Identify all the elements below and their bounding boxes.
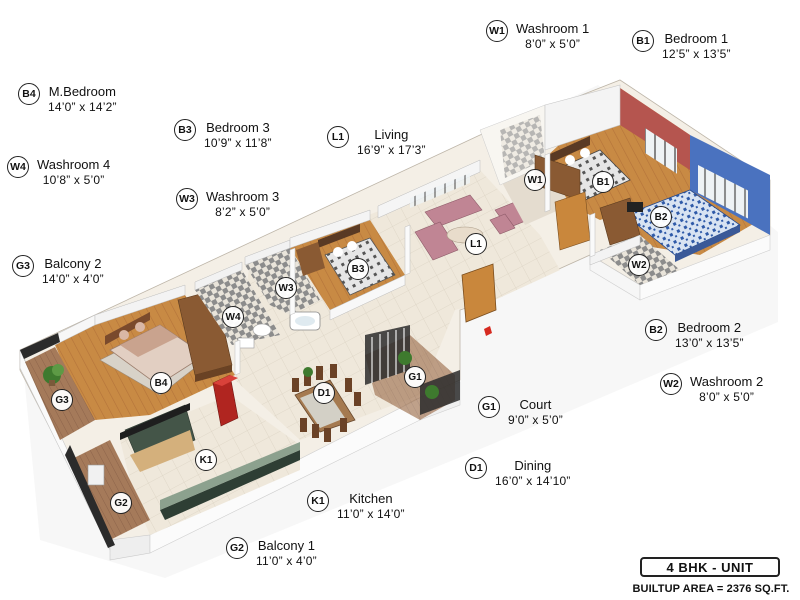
legend-w1: W1 Washroom 1 8’0” x 5’0” bbox=[486, 20, 590, 51]
legend-code: B4 bbox=[18, 83, 40, 105]
legend-code: L1 bbox=[327, 126, 349, 148]
plan-tag-k1: K1 bbox=[195, 449, 217, 471]
plan-tag-b1: B1 bbox=[592, 171, 614, 193]
legend-w2: W2 Washroom 2 8’0” x 5’0” bbox=[660, 373, 764, 404]
plan-tag-b4: B4 bbox=[150, 372, 172, 394]
legend-room-dim: 9’0” x 5’0” bbox=[508, 412, 563, 427]
plan-tag-w4: W4 bbox=[222, 306, 244, 328]
plan-tag-d1: D1 bbox=[313, 382, 335, 404]
legend-w4: W4 Washroom 4 10’8” x 5’0” bbox=[7, 156, 111, 187]
legend-room-dim: 11’0” x 14’0” bbox=[337, 506, 405, 521]
legend-room-name: Court bbox=[519, 397, 552, 412]
legend-room-dim: 8’0” x 5’0” bbox=[699, 389, 755, 404]
legend-w3: W3 Washroom 3 8’2” x 5’0” bbox=[176, 188, 280, 219]
plan-tag-g1: G1 bbox=[404, 366, 426, 388]
plan-tag-w3: W3 bbox=[275, 277, 297, 299]
legend-code: B2 bbox=[645, 319, 667, 341]
legend-room-dim: 16’0” x 14’10” bbox=[495, 473, 571, 488]
legend-room-name: Bedroom 2 bbox=[677, 320, 742, 335]
legend-d1: D1 Dining 16’0” x 14’10” bbox=[465, 457, 571, 488]
legend-room-dim: 10’9” x 11’8” bbox=[204, 135, 272, 150]
builtup-area-label: BUILTUP AREA = 2376 SQ.FT. bbox=[632, 583, 790, 595]
legend-room-dim: 12’5” x 13’5” bbox=[662, 46, 731, 61]
legend-room-name: Kitchen bbox=[349, 491, 393, 506]
plan-tag-b2: B2 bbox=[650, 206, 672, 228]
legend-k1: K1 Kitchen 11’0” x 14’0” bbox=[307, 490, 405, 521]
legend-room-name: Bedroom 3 bbox=[206, 120, 270, 135]
legend-room-name: Dining bbox=[514, 458, 552, 473]
legend-room-dim: 8’0” x 5’0” bbox=[525, 36, 581, 51]
legend-g3: G3 Balcony 2 14’0” x 4’0” bbox=[12, 255, 104, 286]
legend-code: K1 bbox=[307, 490, 329, 512]
legend-code: W2 bbox=[660, 373, 682, 395]
legend-room-dim: 14’0” x 14’2” bbox=[48, 99, 117, 114]
legend-code: B1 bbox=[632, 30, 654, 52]
legend-code: D1 bbox=[465, 457, 487, 479]
legend-g2: G2 Balcony 1 11’0” x 4’0” bbox=[226, 537, 317, 568]
legend-code: W1 bbox=[486, 20, 508, 42]
legend-room-name: M.Bedroom bbox=[48, 84, 116, 99]
legend-b4: B4 M.Bedroom 14’0” x 14’2” bbox=[18, 83, 117, 114]
legend-room-name: Balcony 1 bbox=[257, 538, 315, 553]
legend-room-name: Washroom 3 bbox=[206, 189, 280, 204]
legend-code: G3 bbox=[12, 255, 34, 277]
plan-tag-g2: G2 bbox=[110, 492, 132, 514]
plan-tag-g3: G3 bbox=[51, 389, 73, 411]
legend-code: W4 bbox=[7, 156, 29, 178]
legend-room-name: Balcony 2 bbox=[44, 256, 102, 271]
legend-room-name: Washroom 1 bbox=[516, 21, 590, 36]
plan-tag-w1: W1 bbox=[524, 169, 546, 191]
legend-room-name: Living bbox=[374, 127, 409, 142]
legend-code: W3 bbox=[176, 188, 198, 210]
legend-b3: B3 Bedroom 3 10’9” x 11’8” bbox=[174, 119, 272, 150]
legend-room-name: Washroom 2 bbox=[690, 374, 764, 389]
plan-tag-w2: W2 bbox=[628, 254, 650, 276]
unit-type-label: 4 BHK - UNIT bbox=[640, 557, 780, 577]
legend-room-name: Washroom 4 bbox=[37, 157, 111, 172]
legend-code: G1 bbox=[478, 396, 500, 418]
legend-l1: L1 Living 16’9” x 17’3” bbox=[327, 126, 426, 157]
legend-room-name: Bedroom 1 bbox=[664, 31, 729, 46]
legend-code: G2 bbox=[226, 537, 248, 559]
legend-g1: G1 Court 9’0” x 5’0” bbox=[478, 396, 563, 427]
legend-b2: B2 Bedroom 2 13’0” x 13’5” bbox=[645, 319, 744, 350]
legend-room-dim: 14’0” x 4’0” bbox=[42, 271, 104, 286]
legend-room-dim: 10’8” x 5’0” bbox=[42, 172, 105, 187]
legend-room-dim: 11’0” x 4’0” bbox=[256, 553, 317, 568]
plan-tag-b3: B3 bbox=[347, 258, 369, 280]
legend-room-dim: 8’2” x 5’0” bbox=[215, 204, 271, 219]
legend-code: B3 bbox=[174, 119, 196, 141]
legend-room-dim: 16’9” x 17’3” bbox=[357, 142, 426, 157]
legend-room-dim: 13’0” x 13’5” bbox=[675, 335, 744, 350]
legend-b1: B1 Bedroom 1 12’5” x 13’5” bbox=[632, 30, 731, 61]
plan-tag-l1: L1 bbox=[465, 233, 487, 255]
